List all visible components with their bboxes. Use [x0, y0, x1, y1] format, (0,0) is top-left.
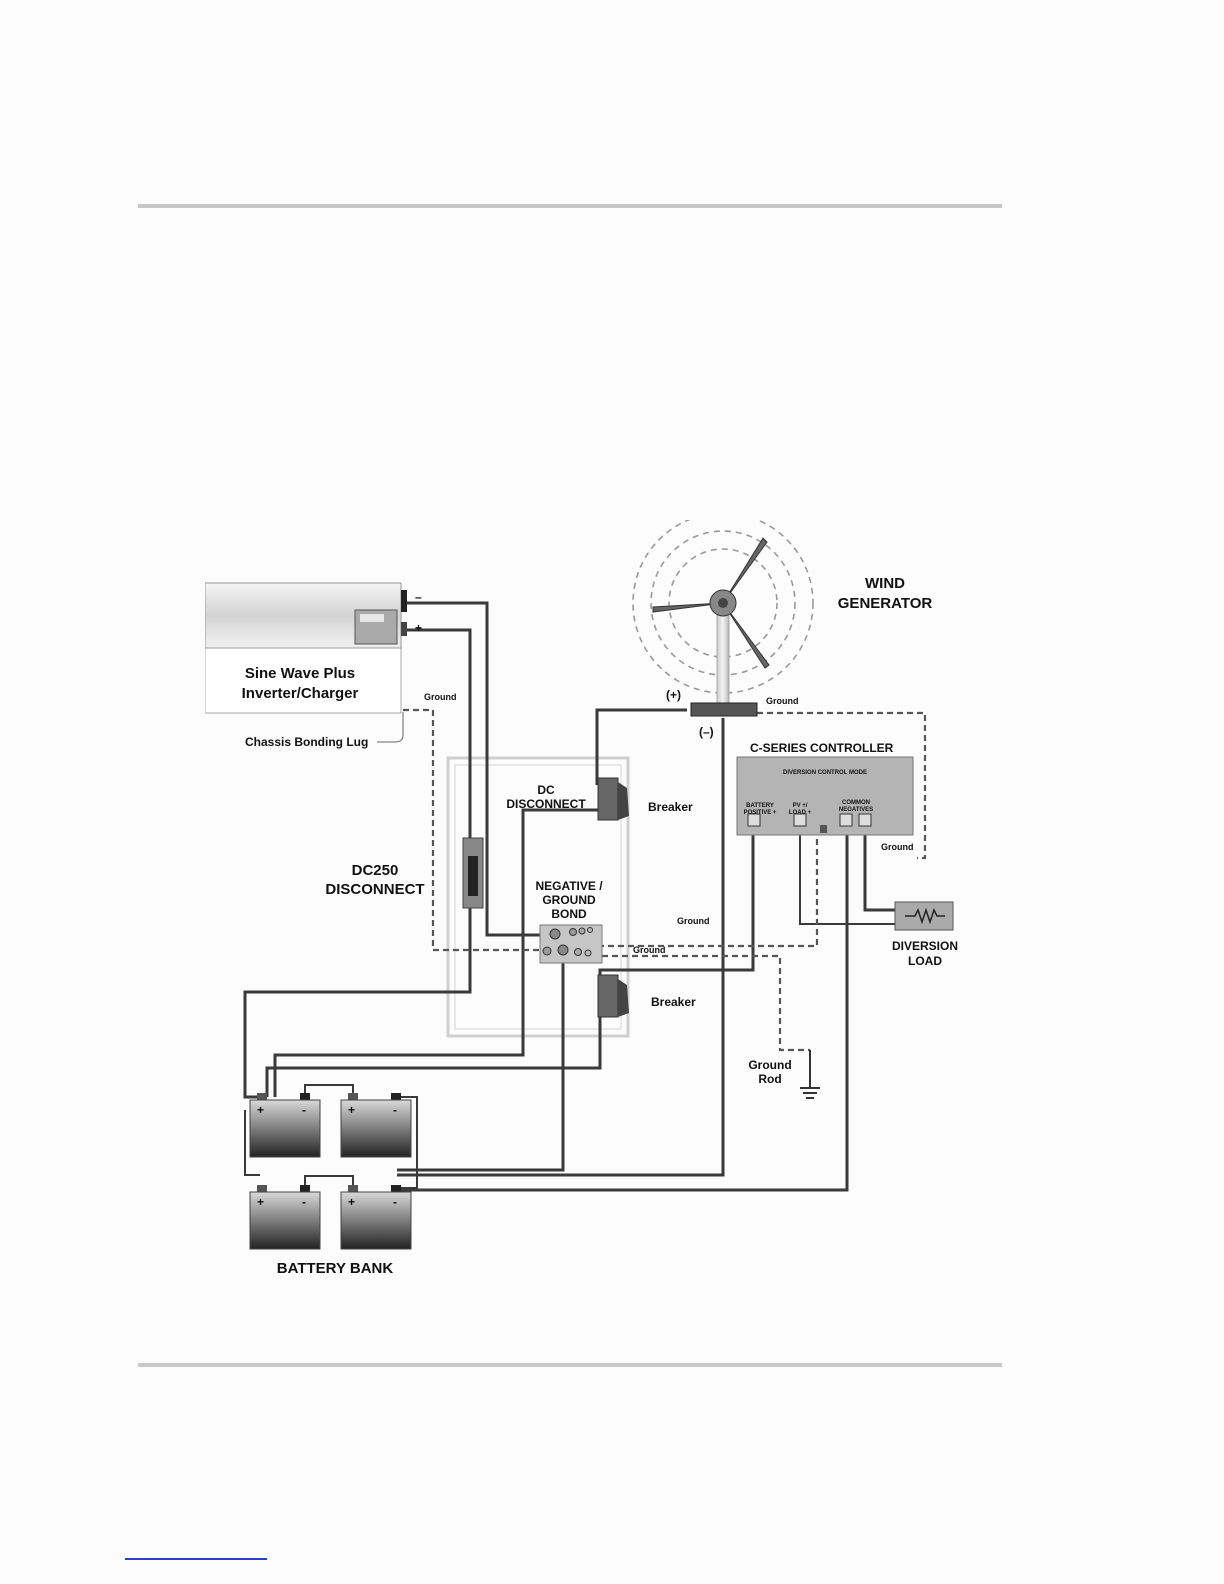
chassis-bonding-lug: Chassis Bonding Lug — [245, 712, 404, 749]
neg-ground-label-line1: NEGATIVE / — [535, 879, 603, 893]
dc250-label-line2: DISCONNECT — [325, 881, 424, 898]
footer-link-underline[interactable] — [125, 1558, 267, 1560]
dc-wiring — [243, 601, 895, 1192]
chassis-bonding-lug-label: Chassis Bonding Lug — [245, 735, 368, 749]
ground-rod-label-line2: Rod — [758, 1072, 781, 1086]
battery-4-plus: + — [348, 1195, 355, 1209]
upper-breaker-label: Breaker — [648, 800, 693, 814]
neg-ground-label-line3: BOND — [551, 907, 587, 921]
battery-3-plus: + — [257, 1195, 264, 1209]
inverter-label-line2: Inverter/Charger — [242, 685, 359, 702]
dc250-label-line1: DC250 — [352, 862, 399, 879]
inverter-positive-label: + — [415, 621, 422, 635]
c-series-controller: C-SERIES CONTROLLER DIVERSION CONTROL MO… — [736, 741, 914, 836]
controller-ground-lug — [820, 825, 827, 833]
dc250-disconnect: DC250 DISCONNECT — [325, 837, 484, 909]
dc-disconnect-label-line2: DISCONNECT — [506, 797, 586, 811]
inverter-label-line1: Sine Wave Plus — [245, 665, 355, 682]
terminal-common-label-line2: NEGATIVES — [839, 807, 873, 813]
negative-ground-bond: NEGATIVE / GROUND BOND — [535, 879, 603, 964]
diversion-load: DIVERSION LOAD — [892, 901, 958, 968]
inverter-negative-label: – — [415, 590, 422, 604]
wind-negative-label: (–) — [699, 725, 714, 739]
terminal-common-negative-1 — [839, 813, 853, 827]
lower-breaker: Breaker — [597, 974, 696, 1018]
footer-rule — [138, 1363, 1002, 1367]
ground-rod: Ground Rod — [748, 1050, 820, 1099]
battery-3-minus: - — [302, 1195, 306, 1209]
lower-breaker-label: Breaker — [651, 995, 696, 1009]
dc-disconnect-label-line1: DC — [537, 783, 555, 797]
wind-generator-label-line2: GENERATOR — [838, 595, 933, 612]
diversion-load-label-line2: LOAD — [908, 954, 942, 968]
terminal-common-negative-2 — [858, 813, 872, 827]
ground-wiring — [403, 708, 927, 1052]
ground-rod-label-line1: Ground — [748, 1058, 791, 1072]
dc250-enclosure — [446, 756, 630, 1038]
battery-2-minus: - — [393, 1103, 397, 1117]
wind-generator-label-line1: WIND — [865, 575, 905, 592]
terminal-pv-label-line1: PV +/ — [793, 803, 808, 809]
battery-2-plus: + — [348, 1103, 355, 1117]
header-rule — [138, 204, 1002, 208]
battery-bank: + - + - + - + - BATTERY BANK — [249, 1093, 412, 1277]
terminal-pv-load-positive — [793, 813, 807, 827]
inverter-ground-label: Ground — [424, 692, 457, 702]
neg-ground-label-line2: GROUND — [542, 893, 596, 907]
bond-ground-label-1: Ground — [677, 916, 710, 926]
controller-mode-label: DIVERSION CONTROL MODE — [783, 770, 867, 776]
wind-ground-label: Ground — [766, 696, 799, 706]
battery-4-minus: - — [393, 1195, 397, 1209]
battery-1: + - — [249, 1093, 321, 1158]
inverter-charger: Sine Wave Plus Inverter/Charger – + — [205, 582, 422, 714]
battery-4: + - — [340, 1185, 412, 1250]
terminal-battery-label-line2: POSITIVE + — [744, 810, 777, 816]
battery-1-plus: + — [257, 1103, 264, 1117]
wind-positive-label: (+) — [666, 688, 681, 702]
battery-2: + - — [340, 1093, 412, 1158]
battery-bank-label: BATTERY BANK — [277, 1260, 394, 1277]
diversion-load-label-line1: DIVERSION — [892, 939, 958, 953]
terminal-battery-label-line1: BATTERY — [746, 803, 774, 809]
controller-title: C-SERIES CONTROLLER — [750, 741, 894, 755]
wind-generator: WIND GENERATOR (+) (–) — [632, 520, 933, 739]
bond-ground-label-2: Ground — [633, 945, 666, 955]
controller-ground-label: Ground — [881, 842, 914, 852]
terminal-battery-positive — [747, 813, 761, 827]
terminal-common-label-line1: COMMON — [842, 800, 870, 806]
battery-3: + - — [249, 1185, 321, 1250]
terminal-pv-label-line2: LOAD + — [789, 810, 812, 816]
dc-disconnect-breaker: DC DISCONNECT Breaker — [506, 777, 693, 821]
wind-system-wiring-diagram: Sine Wave Plus Inverter/Charger – + Grou… — [205, 520, 958, 1277]
battery-1-minus: - — [302, 1103, 306, 1117]
